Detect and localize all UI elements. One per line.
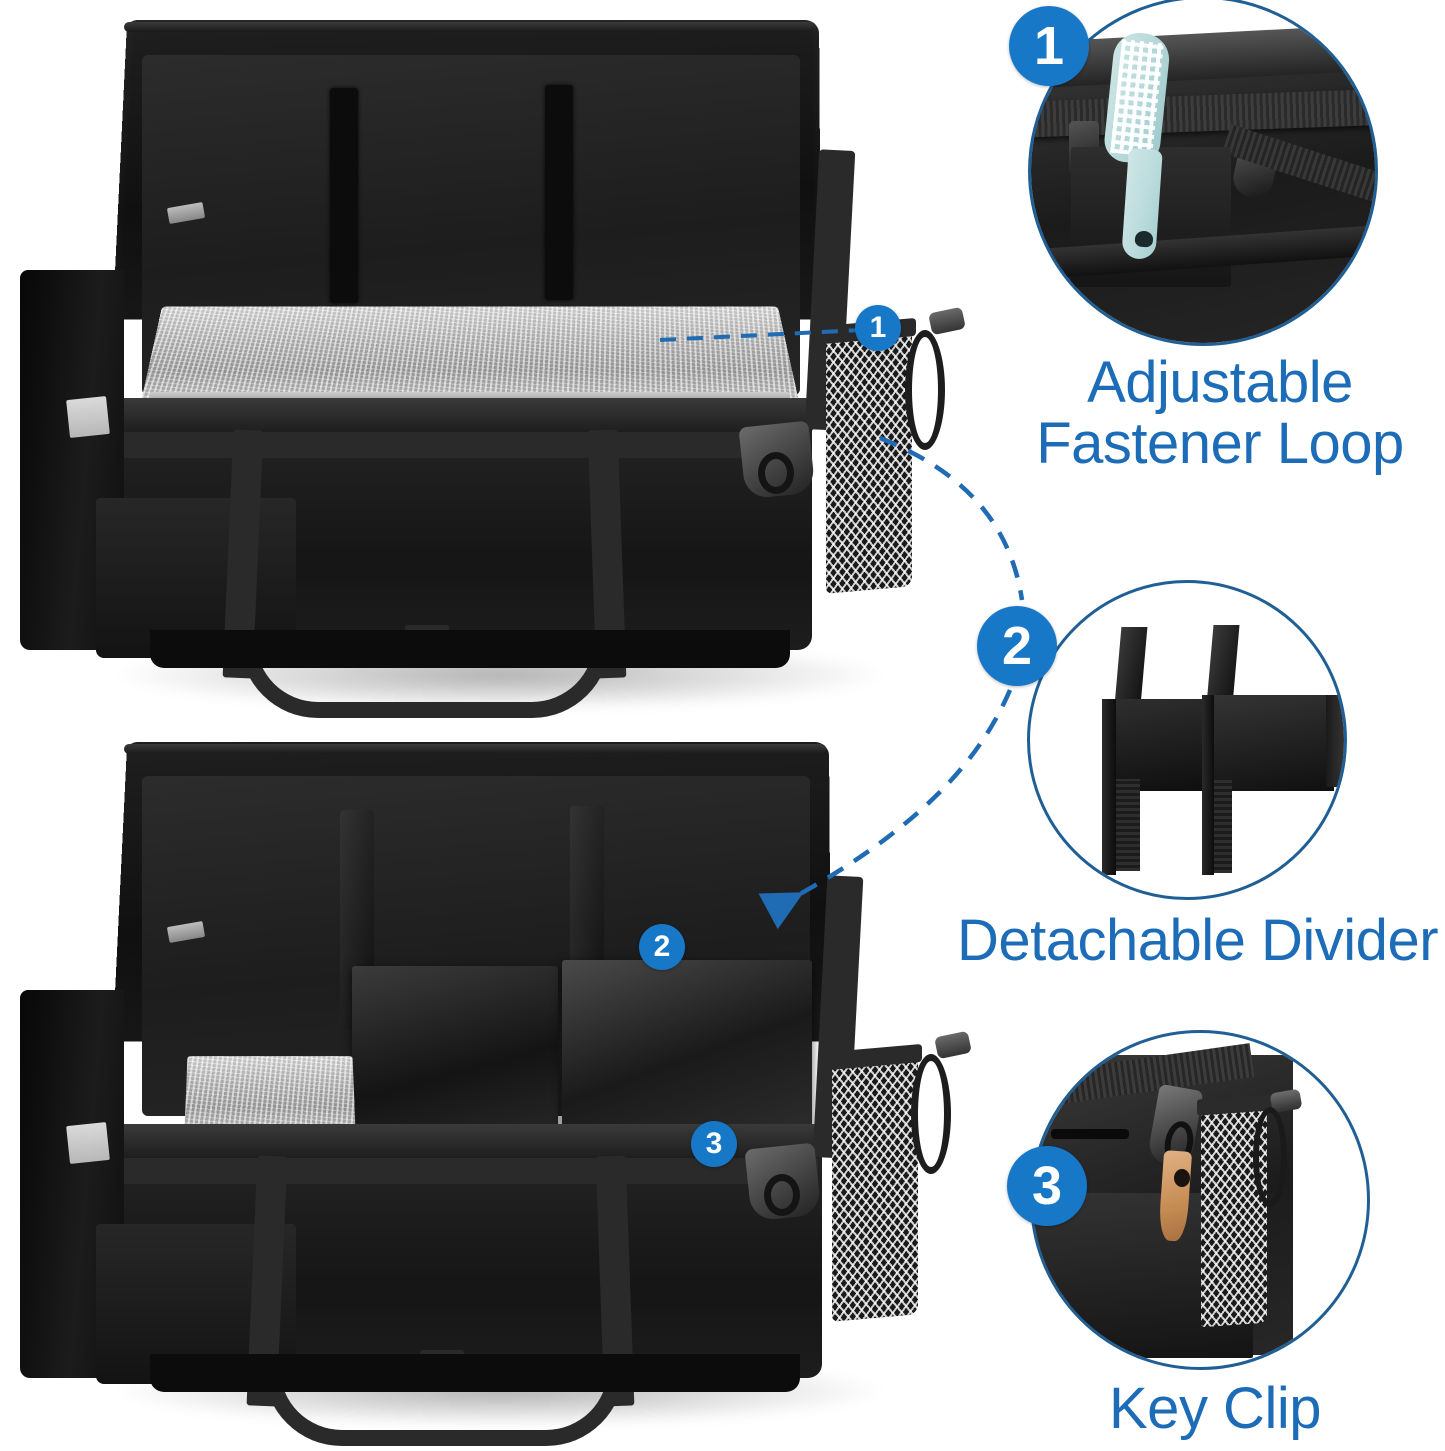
zipper-slot xyxy=(1051,1129,1129,1139)
product-photo-bottom xyxy=(0,728,990,1451)
bag-lid-top-seam xyxy=(124,22,816,32)
divider-edge-middle xyxy=(1202,695,1214,875)
divider-strap-left-top xyxy=(1115,627,1148,705)
feature-callout-2: 2 Detachable Divider xyxy=(955,560,1445,980)
brand-label xyxy=(66,396,110,438)
feature-3-badge: 3 xyxy=(1007,1146,1087,1226)
mesh-side-pocket xyxy=(832,1052,918,1322)
insulated-foil-liner xyxy=(184,1056,355,1131)
feature-1-badge: 1 xyxy=(1009,6,1089,86)
feature-callout-1: 1 Adjustable Fastener Loop xyxy=(995,0,1445,500)
divider-edge-left xyxy=(1102,699,1116,875)
feature-2-badge: 2 xyxy=(977,606,1057,686)
brush-hang-hole xyxy=(1134,230,1153,247)
divider-attachment-strip xyxy=(545,85,573,300)
bag-top-binding xyxy=(90,398,814,432)
divider-panel-left xyxy=(1104,699,1214,791)
feature-1-label: Adjustable Fastener Loop xyxy=(995,352,1445,475)
divider-strap-right-top xyxy=(1207,625,1240,705)
brand-label xyxy=(66,1122,110,1164)
photo-marker-3: 3 xyxy=(691,1121,737,1167)
divider-panel-right xyxy=(1214,695,1334,791)
insulated-foil-liner xyxy=(141,307,798,401)
feature-2-label: Detachable Divider xyxy=(950,910,1445,971)
bag-lid-top-seam xyxy=(124,744,826,754)
feature-3-label: Key Clip xyxy=(985,1378,1445,1439)
photo-marker-2: 2 xyxy=(639,924,685,970)
feature-callout-3: 3 Key Clip xyxy=(985,1020,1445,1451)
feature-2-image-circle xyxy=(1027,580,1347,900)
bag-base xyxy=(150,1354,800,1392)
bag-webbing-band xyxy=(96,432,808,458)
drawcord-toggle xyxy=(928,307,966,336)
drawcord-loop xyxy=(905,330,945,450)
mesh-side-pocket xyxy=(826,326,912,594)
product-photo-top xyxy=(0,0,990,730)
key-fob-notch xyxy=(1174,1169,1190,1187)
divider-strap-left-bottom xyxy=(1116,779,1140,871)
divider-end-fold xyxy=(1326,695,1344,787)
clip-gate xyxy=(758,452,794,494)
drawcord-loop xyxy=(911,1054,951,1174)
photo-marker-1: 1 xyxy=(855,305,901,351)
drawcord-toggle xyxy=(934,1031,972,1060)
drawcord-loop xyxy=(1253,1107,1287,1207)
clip-gate xyxy=(764,1174,800,1216)
brush-bristles xyxy=(1110,39,1164,157)
bag-base xyxy=(150,630,790,668)
divider-attachment-strip xyxy=(330,88,358,303)
